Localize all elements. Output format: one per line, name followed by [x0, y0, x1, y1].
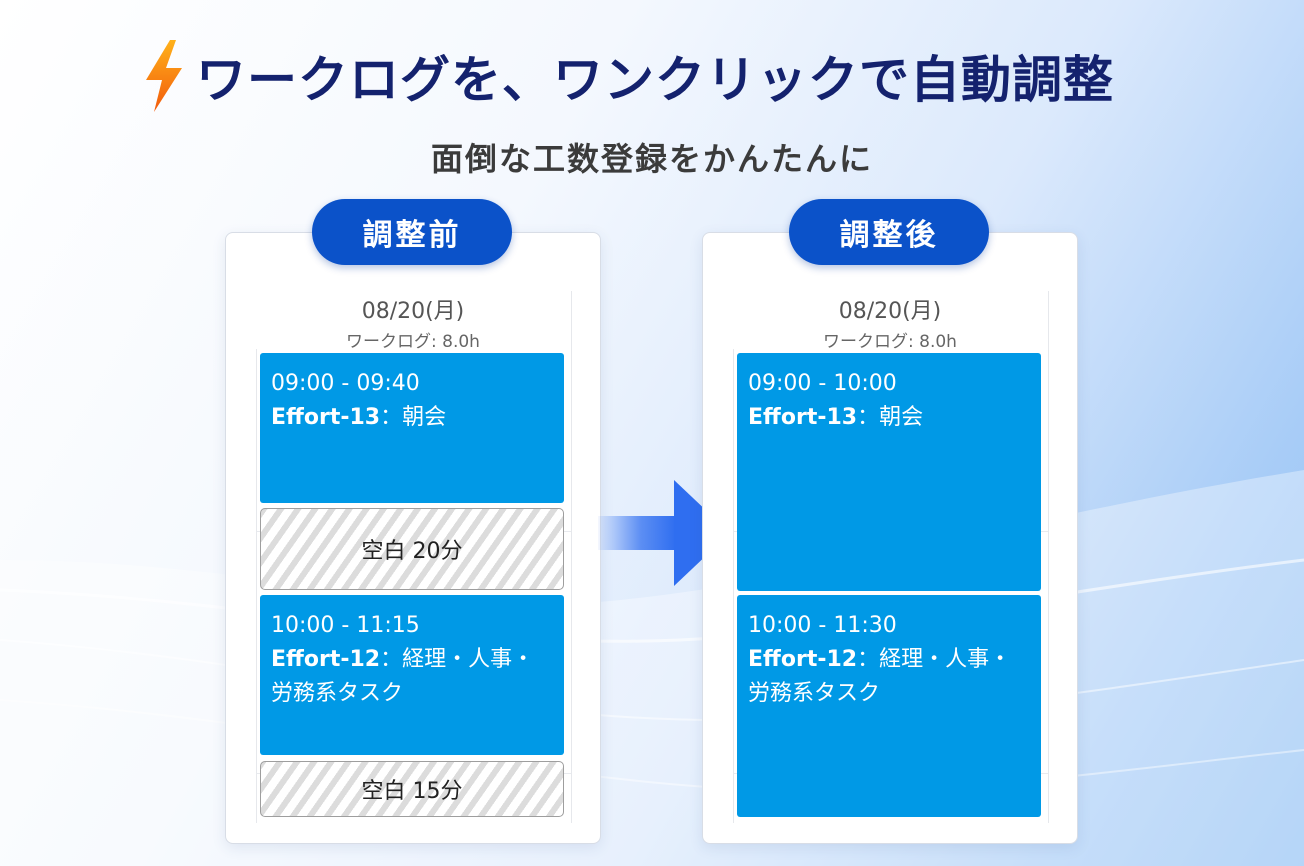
- event-time: 10:00 - 11:15: [271, 613, 420, 638]
- event-title: Effort-13：朝会: [748, 401, 1030, 435]
- gap-label: 空白 20分: [361, 539, 463, 564]
- event-name: 経理・人事・労務系タスク: [748, 647, 1012, 706]
- event-name: 朝会: [402, 405, 447, 430]
- event-separator: ：: [380, 647, 403, 672]
- event-separator: ：: [857, 405, 880, 430]
- event-name: 経理・人事・労務系タスク: [271, 647, 535, 706]
- event-time: 09:00 - 10:00: [748, 371, 897, 396]
- after-card: 調整後 08/20(月) ワークログ: 8.0h 09:00 - 10:00 E…: [702, 199, 1078, 844]
- empty-gap-block: 空白 15分: [260, 761, 564, 817]
- worklog-total: ワークログ: 8.0h: [823, 332, 957, 352]
- before-label-pill: 調整前: [312, 199, 512, 265]
- event-block[interactable]: 09:00 - 09:40 Effort-13：朝会: [260, 353, 564, 503]
- event-separator: ：: [380, 405, 403, 430]
- event-name: 朝会: [879, 405, 924, 430]
- after-calendar: 08/20(月) ワークログ: 8.0h 09:00 - 10:00 Effor…: [733, 291, 1049, 823]
- before-card: 調整前 08/20(月) ワークログ: 8.0h 09:00 - 09:40 E…: [225, 199, 601, 844]
- event-time: 10:00 - 11:30: [748, 613, 897, 638]
- event-block[interactable]: 10:00 - 11:30 Effort-12：経理・人事・労務系タスク: [737, 595, 1041, 817]
- gap-label: 空白 15分: [361, 779, 463, 804]
- event-title: Effort-12：経理・人事・労務系タスク: [748, 643, 1030, 711]
- event-block[interactable]: 10:00 - 11:15 Effort-12：経理・人事・労務系タスク: [260, 595, 564, 755]
- date-header: 08/20(月) ワークログ: 8.0h: [733, 291, 1047, 352]
- before-calendar: 08/20(月) ワークログ: 8.0h 09:00 - 09:40 Effor…: [256, 291, 572, 823]
- event-title: Effort-13：朝会: [271, 401, 553, 435]
- date-header: 08/20(月) ワークログ: 8.0h: [256, 291, 570, 352]
- lightning-bolt-icon: [146, 40, 182, 112]
- page-subtitle: 面倒な工数登録をかんたんに: [430, 140, 873, 178]
- event-id: Effort-12: [748, 647, 858, 672]
- event-id: Effort-12: [271, 647, 381, 672]
- date-label: 08/20(月): [838, 299, 942, 324]
- event-id: Effort-13: [748, 405, 858, 430]
- headline: ワークログを、ワンクリックで自動調整: [140, 36, 1114, 116]
- event-id: Effort-13: [271, 405, 381, 430]
- event-block[interactable]: 09:00 - 10:00 Effort-13：朝会: [737, 353, 1041, 591]
- worklog-total: ワークログ: 8.0h: [346, 332, 480, 352]
- after-label-pill: 調整後: [789, 199, 989, 265]
- empty-gap-block: 空白 20分: [260, 508, 564, 590]
- event-time: 09:00 - 09:40: [271, 371, 420, 396]
- date-label: 08/20(月): [361, 299, 465, 324]
- page-title: ワークログを、ワンクリックで自動調整: [196, 51, 1114, 109]
- event-title: Effort-12：経理・人事・労務系タスク: [271, 643, 553, 711]
- event-separator: ：: [857, 647, 880, 672]
